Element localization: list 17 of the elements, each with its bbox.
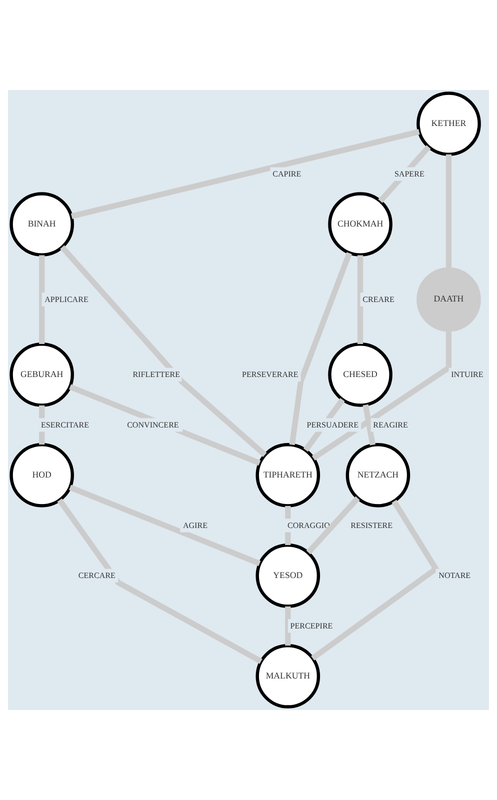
edge-label: RIFLETTERE (132, 370, 180, 380)
edge-label: CERCARE (78, 571, 116, 580)
edge-label: APPLICARE (44, 294, 88, 304)
edge-label: SAPERE (394, 169, 424, 178)
edge-label: CONVINCERE (127, 420, 179, 430)
edge-label: RESISTERE (350, 520, 393, 530)
edge-label: CREARE (362, 294, 394, 304)
edge-label: CORAGGIO (288, 520, 330, 530)
edge-label: CAPIRE (272, 169, 302, 178)
edge-label: NOTARE (438, 571, 471, 580)
edge-label: INTUIRE (451, 370, 484, 380)
edge-label: PERCEPIRE (290, 621, 333, 630)
edge-label: PERSUADERE (306, 420, 359, 430)
edge-label: REAGIRE (373, 420, 408, 430)
edge-label: ESERCITARE (41, 420, 90, 430)
edge-label: PERSEVERARE (242, 370, 298, 380)
edge-label: AGIRE (182, 520, 208, 530)
